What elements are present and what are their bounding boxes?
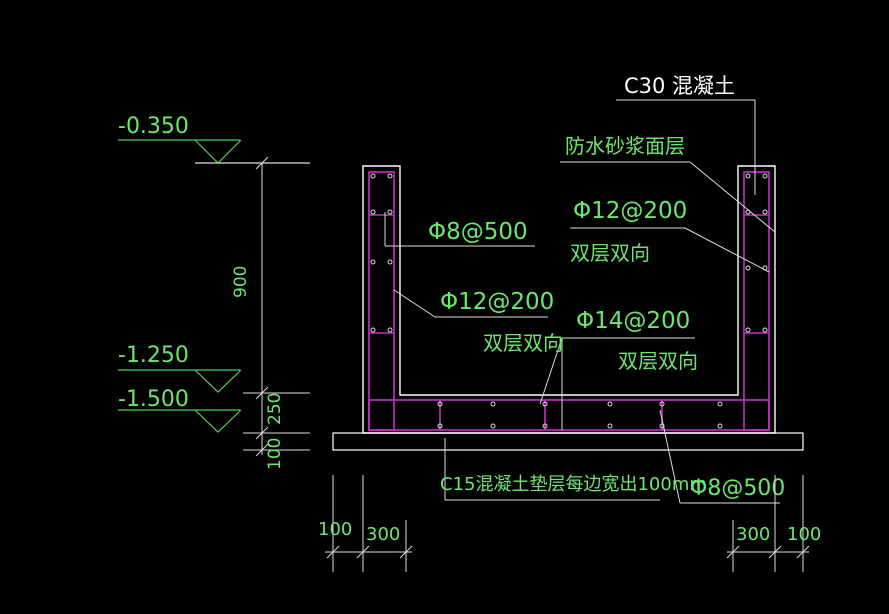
dim-bottom-right-300: 300 — [736, 524, 770, 545]
bottom-dimension — [325, 475, 810, 572]
rebar-wall-right-note: 双层双向 — [570, 241, 650, 265]
rebar-wall-right-label: Φ12@200 — [573, 198, 687, 224]
dim-bottom-left-100: 100 — [318, 519, 352, 540]
elevation-group — [118, 139, 310, 433]
rebar-tie-left-label: Φ8@500 — [428, 219, 528, 245]
concrete-label: C30 混凝土 — [624, 74, 735, 98]
rebar-wall-left-note: 双层双向 — [483, 331, 563, 355]
vertical-dimension — [243, 156, 310, 457]
rebar-base-note: 双层双向 — [618, 349, 698, 373]
waterproof-label: 防水砂浆面层 — [565, 134, 685, 158]
rebar-cage — [368, 171, 770, 431]
cushion-slab — [332, 432, 804, 451]
dim-900-label: 900 — [231, 266, 251, 298]
dim-100-label: 100 — [265, 438, 285, 470]
rebar-wall-left-label: Φ12@200 — [440, 289, 554, 315]
dim-250-label: 250 — [265, 393, 285, 425]
cushion-label: C15混凝土垫层每边宽出100mm — [440, 474, 707, 495]
rebar-base-label: Φ14@200 — [576, 308, 690, 334]
leader-lines — [384, 99, 780, 504]
elevation-middle-label: -1.250 — [118, 343, 189, 368]
elevation-top-label: -0.350 — [118, 114, 189, 139]
dim-bottom-left-300: 300 — [366, 524, 400, 545]
rebar-tie-base-label: Φ8@500 — [690, 476, 785, 501]
trough-outline — [362, 165, 776, 434]
rebar-dots — [370, 173, 768, 429]
elevation-bottom-label: -1.500 — [118, 387, 189, 412]
dim-bottom-right-100: 100 — [787, 524, 821, 545]
